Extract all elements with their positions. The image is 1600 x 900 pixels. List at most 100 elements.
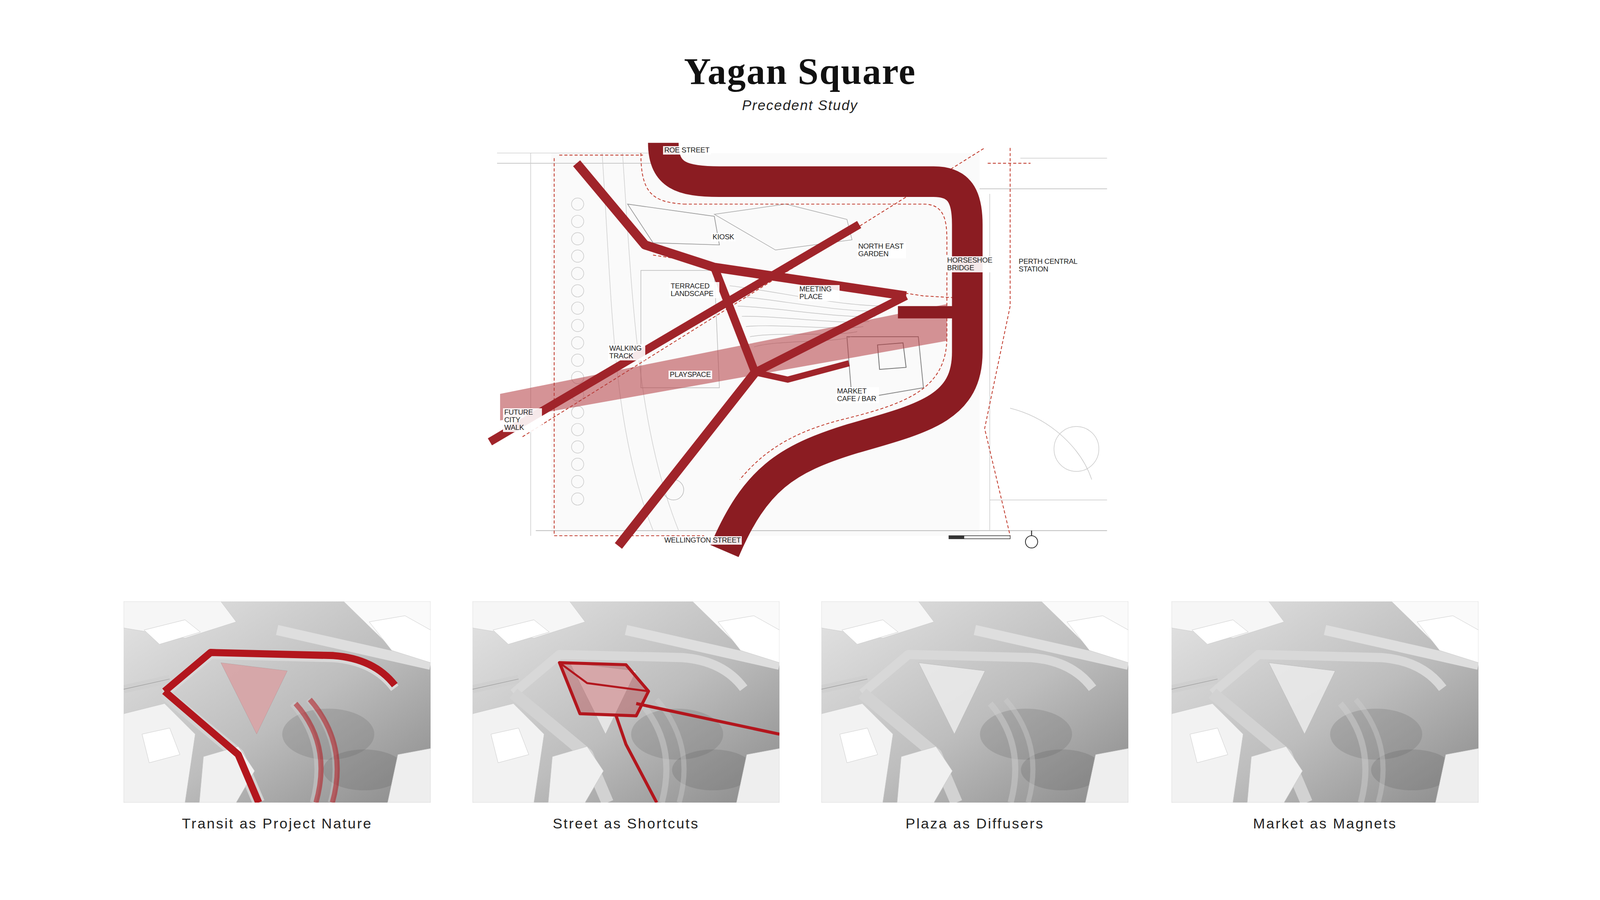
map-label: MEETING PLACE	[798, 284, 840, 302]
axo-line	[1340, 703, 1366, 803]
axo-shape	[821, 703, 893, 803]
axo-line	[309, 699, 338, 803]
axo-line	[656, 699, 685, 803]
tree-symbol	[571, 301, 584, 315]
tree-symbol	[571, 492, 584, 506]
tree-symbol	[571, 440, 584, 454]
city-walk-band	[500, 303, 947, 421]
axo-shape	[718, 615, 780, 663]
plan-line	[989, 193, 990, 531]
axo-shape	[1085, 748, 1129, 803]
page-title: Yagan Square	[0, 49, 1600, 93]
axo-shape	[142, 727, 180, 763]
plan-line	[984, 147, 1011, 536]
plan-line	[1020, 157, 1108, 159]
tree-symbol	[571, 215, 584, 228]
scale-bar	[948, 535, 1011, 539]
map-label: NORTH EAST GARDEN	[856, 242, 907, 259]
map-label: ROE STREET	[663, 146, 711, 155]
axo-line	[641, 703, 667, 803]
axo-line	[164, 652, 396, 692]
plan-line	[989, 499, 1108, 501]
site-plan	[489, 142, 1108, 551]
panel-caption: Street as Shortcuts	[472, 815, 780, 832]
axo-line	[472, 678, 519, 689]
axo-shape	[472, 703, 545, 803]
axo-shape	[492, 619, 550, 644]
panel-caption: Transit as Project Nature	[123, 815, 431, 832]
axo-shape	[143, 619, 201, 644]
tree-symbol	[571, 336, 584, 349]
tree-symbol	[571, 458, 584, 471]
axo-line	[472, 678, 519, 689]
tree-symbol	[571, 249, 584, 263]
plan-line	[554, 157, 705, 536]
diagram-panel: Market as Magnets	[1171, 601, 1479, 843]
diagram-panel: Plaza as Diffusers	[821, 601, 1129, 843]
axo-shape	[1171, 703, 1244, 803]
plan-line	[987, 163, 1031, 164]
axo-shape	[1417, 615, 1479, 663]
axo-shape	[387, 748, 432, 803]
scale-bar	[948, 535, 965, 539]
plan-circle	[1053, 426, 1099, 472]
tree-symbol	[571, 353, 584, 367]
plan-line	[530, 152, 531, 536]
plan-line	[754, 363, 849, 380]
plan-line	[1030, 530, 1032, 536]
axo-shape	[548, 746, 604, 803]
panel-caption: Plaza as Diffusers	[821, 815, 1129, 832]
axo-shape	[221, 662, 288, 735]
axo-line	[559, 662, 649, 716]
axo-line	[123, 678, 170, 689]
tree-symbol	[571, 423, 584, 436]
plan-line	[979, 188, 1108, 190]
axonometric-view	[472, 601, 780, 803]
plan-line	[497, 163, 654, 164]
axo-line	[821, 678, 868, 689]
map-label: PERTH CENTRAL STATION	[1017, 257, 1080, 274]
tree-symbol	[571, 232, 584, 245]
page-subtitle: Precedent Study	[0, 97, 1600, 114]
axo-shape	[918, 662, 986, 735]
tree-symbol	[571, 475, 584, 488]
axo-shape	[897, 746, 953, 803]
tree-symbol	[571, 197, 584, 211]
axo-shape	[369, 615, 431, 663]
axo-line	[1171, 678, 1218, 689]
plan-line	[1010, 408, 1092, 480]
plan-line	[714, 267, 755, 373]
map-label: FUTURE CITY WALK	[502, 408, 542, 432]
axonometric-view	[1171, 601, 1479, 803]
axo-shape	[841, 619, 899, 644]
diagram-panel: Street as Shortcuts	[472, 601, 780, 843]
plan-line	[754, 295, 907, 373]
map-label: TERRACED LANDSCAPE	[669, 281, 720, 299]
axo-shape	[1191, 619, 1249, 644]
axo-ground	[1171, 601, 1479, 803]
plan-line	[898, 306, 982, 319]
axo-line	[821, 678, 868, 689]
axo-line	[990, 703, 1016, 803]
axo-line	[1355, 699, 1384, 803]
axo-shape	[736, 748, 780, 803]
tree-symbol	[571, 319, 584, 332]
axo-ground	[472, 601, 780, 803]
diagram-panel: Transit as Project Nature	[123, 601, 431, 843]
axo-line	[1171, 678, 1218, 689]
north-arrow	[1025, 535, 1038, 548]
axo-shape	[840, 727, 878, 763]
map-label: KIOSK	[711, 232, 736, 242]
axo-ground	[821, 601, 1129, 803]
map-label: WALKING TRACK	[607, 344, 646, 361]
map-label: MARKET CAFE / BAR	[835, 386, 879, 404]
axo-shape	[559, 662, 649, 716]
map-label: HORSESHOE BRIDGE	[945, 256, 993, 273]
plan-line	[737, 306, 876, 317]
axo-line	[295, 703, 321, 803]
axo-line	[559, 662, 649, 692]
tree-symbol	[571, 284, 584, 297]
axo-shape	[491, 727, 529, 763]
plan-line	[663, 142, 968, 551]
axo-shape	[1247, 746, 1303, 803]
